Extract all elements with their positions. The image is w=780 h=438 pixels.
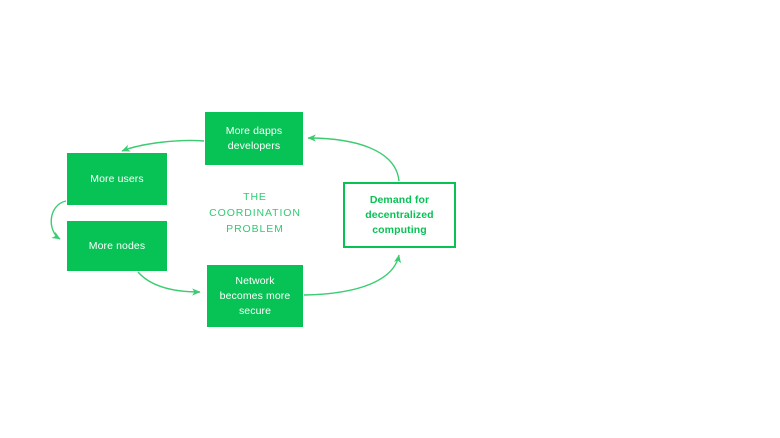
- node-more-nodes: More nodes: [67, 221, 167, 271]
- node-label: More dapps developers: [225, 124, 283, 152]
- node-label: More nodes: [88, 239, 146, 252]
- edge-users-to-nodes: [50, 200, 67, 240]
- edge-demand-to-dapps: [307, 134, 400, 182]
- node-label: Network becomes more secure: [219, 274, 291, 317]
- diagram-center-title: THE COORDINATION PROBLEM: [209, 191, 301, 235]
- node-more-users: More users: [67, 153, 167, 205]
- node-label: More users: [90, 172, 144, 185]
- node-more-dapps-developers: More dapps developers: [205, 112, 303, 165]
- edge-nodes-to-network: [137, 271, 201, 296]
- node-label: Demand for decentralized computing: [365, 193, 434, 236]
- edge-network-to-demand: [303, 254, 402, 296]
- node-demand-for-decentralized-computing: Demand for decentralized computing: [343, 182, 456, 248]
- node-network-becomes-more-secure: Network becomes more secure: [207, 265, 303, 327]
- edge-dapps-to-users: [121, 139, 205, 152]
